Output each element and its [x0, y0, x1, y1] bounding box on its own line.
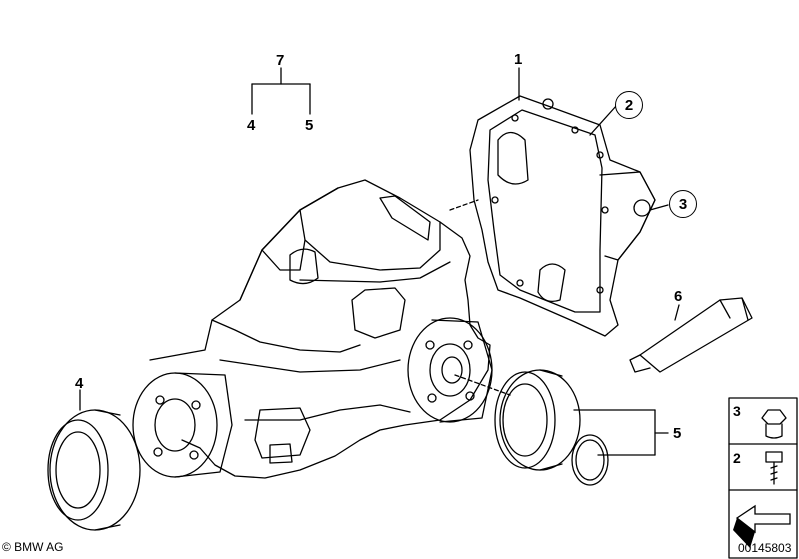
diagram-id: 00145803	[738, 541, 792, 555]
callout-5-right: 5	[673, 425, 682, 442]
direction-arrow	[733, 504, 791, 548]
differential-housing	[149, 179, 491, 479]
callout-4-top: 4	[247, 117, 256, 134]
copyright: © BMW AG	[2, 540, 64, 554]
plug-screw-symbol	[761, 409, 787, 439]
sealant-tube	[629, 297, 753, 373]
leader-lines	[79, 67, 680, 456]
legend-box	[728, 397, 798, 559]
o-ring	[571, 434, 609, 486]
callout-7: 7	[276, 52, 285, 69]
callout-5-top: 5	[305, 117, 314, 134]
shaft-seal-right	[494, 369, 581, 471]
bolt-symbol	[765, 451, 783, 485]
input-flange	[407, 317, 493, 423]
callout-2-circled: 2	[615, 91, 643, 119]
output-flange	[132, 372, 233, 478]
legend-plug-number: 3	[733, 403, 741, 419]
legend-bolt-number: 2	[733, 450, 741, 466]
callout-4-left: 4	[75, 375, 84, 392]
housing-cover	[469, 95, 656, 337]
callout-3-circled: 3	[669, 190, 697, 218]
callout-6: 6	[674, 288, 683, 305]
shaft-seal-left	[47, 409, 141, 531]
callout-1: 1	[514, 51, 523, 68]
group-bracket-7	[251, 67, 311, 115]
